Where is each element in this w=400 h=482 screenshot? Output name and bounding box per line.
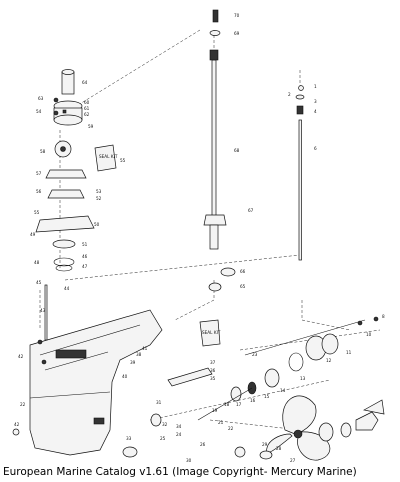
callout-35: 35 [210,376,216,381]
seal-kit-lower-label: SEAL KIT [202,330,221,335]
callout-22b: 22 [20,402,26,407]
callout-29: 29 [262,442,268,447]
copyright-caption: European Marine Catalog v1.61 (Image Cop… [3,466,357,478]
callout-41: 41 [142,346,148,351]
callout-36: 36 [210,368,216,373]
callout-48: 48 [34,260,40,265]
callout-33: 33 [126,436,132,441]
propeller [266,395,385,461]
callout-23: 23 [252,352,258,357]
callout-58: 58 [40,149,46,154]
callout-46: 46 [82,254,88,259]
driveshaft [203,9,236,292]
callout-43: 43 [40,308,46,313]
propeller-shaft-assembly [167,316,379,421]
seal-kit-box-upper: SEAL KIT [94,144,118,172]
callout-63: 63 [38,96,44,101]
callout-27: 27 [290,458,296,462]
callout-14: 14 [280,388,286,393]
callout-6: 6 [314,146,317,151]
callout-2: 2 [288,92,291,97]
callout-65: 65 [240,284,246,289]
callout-22: 22 [228,426,234,431]
callout-42: 42 [18,354,24,359]
callout-52: 52 [96,196,102,201]
callout-38: 38 [136,352,142,357]
callout-51: 51 [82,242,88,247]
callout-47: 47 [82,264,88,269]
gearcase-exploded-diagram: SEAL KIT SEAL KIT [12,9,385,462]
callout-15: 15 [264,394,270,399]
callout-70: 70 [234,13,240,18]
callout-21: 21 [218,420,224,425]
callout-26: 26 [200,442,206,447]
callout-19: 19 [212,408,218,413]
callout-54: 54 [36,109,42,114]
callout-13: 13 [300,376,306,381]
callout-12: 12 [326,358,332,363]
callout-4: 4 [314,109,317,114]
callout-25: 25 [160,436,166,441]
part-callouts: 70 69 68 67 66 65 64 63 60 61 62 54 59 5… [14,13,385,462]
callout-57: 57 [36,171,42,176]
water-pump-assembly [35,69,95,272]
callout-50: 50 [94,222,100,227]
shift-shaft [295,85,305,261]
seal-kit-upper-label: SEAL KIT [99,154,118,159]
callout-40: 40 [122,374,128,379]
callout-56: 56 [36,189,42,194]
callout-75: 55 [120,158,126,163]
seal-kit-box-lower: SEAL KIT [199,319,221,347]
callout-17: 17 [236,402,242,407]
callout-67: 67 [248,208,254,213]
callout-16: 16 [250,398,256,403]
callout-37: 37 [210,360,216,365]
callout-31: 31 [156,400,162,405]
callout-39: 39 [130,360,136,365]
callout-34: 34 [176,424,182,429]
callout-8: 8 [382,314,385,319]
callout-60: 60 [84,100,90,105]
callout-32: 32 [162,422,168,427]
callout-68: 68 [234,148,240,153]
callout-30: 30 [186,458,192,462]
callout-42b: 42 [14,422,20,427]
callout-44: 44 [64,286,70,291]
gearcase-housing [29,284,163,456]
callout-62: 62 [84,112,90,117]
callout-24: 24 [176,432,182,437]
callout-11: 11 [346,350,352,355]
callout-53: 53 [96,189,102,194]
callout-1: 1 [314,84,317,89]
callout-66: 66 [240,269,246,274]
callout-64: 64 [82,80,88,85]
callout-18: 18 [224,402,230,407]
callout-55: 55 [34,210,40,215]
callout-10: 10 [366,332,372,337]
callout-59: 59 [88,124,94,129]
callout-61: 61 [84,106,90,111]
callout-49: 49 [30,232,36,237]
callout-28: 28 [276,446,282,451]
callout-3: 3 [314,99,317,104]
callout-69: 69 [234,31,240,36]
callout-45: 45 [36,280,42,285]
pinion-gear-parts [12,413,273,460]
